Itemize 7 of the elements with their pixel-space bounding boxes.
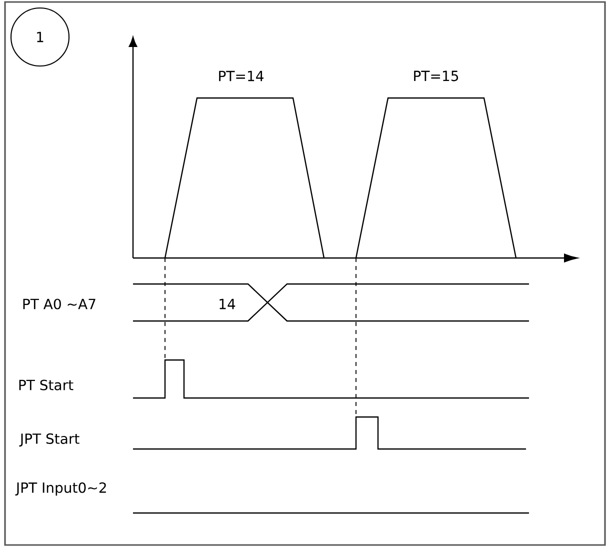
peak-label: PT=14 [219, 70, 264, 82]
bus-value: 14 [220, 298, 236, 310]
signal-name: PT A0 ~A7 [23, 298, 96, 310]
signal-name: JPT Start [19, 433, 80, 447]
signal-name: PT Start [19, 380, 74, 390]
signal-name: JPT Input0~2 [15, 482, 106, 496]
peak-label: PT=15 [414, 70, 458, 82]
